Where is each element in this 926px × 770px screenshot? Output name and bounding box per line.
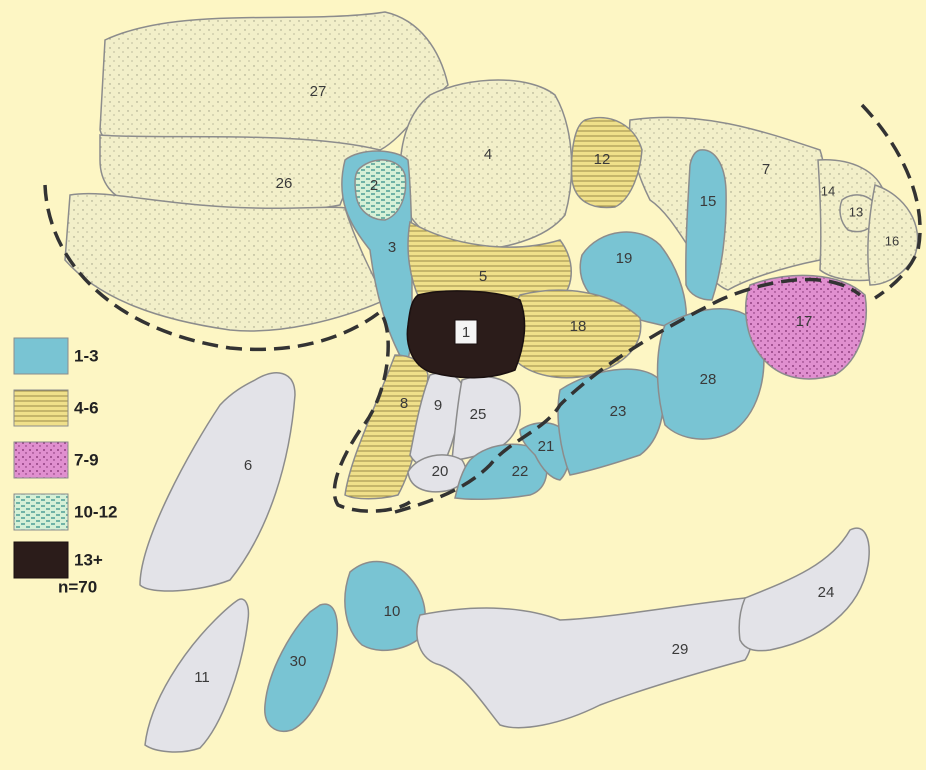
- region-label-25: 25: [470, 406, 487, 423]
- legend-swatch-1-3: [14, 338, 68, 374]
- region-label-20: 20: [432, 463, 449, 480]
- legend-label-13-plus: 13+: [74, 550, 103, 569]
- region-label-23: 23: [610, 403, 627, 420]
- region-label-11: 11: [194, 669, 210, 686]
- region-label-17: 17: [796, 313, 813, 330]
- region-label-27: 27: [310, 83, 327, 100]
- region-label-4: 4: [484, 146, 492, 163]
- region-label-13: 13: [849, 204, 863, 219]
- region-label-29: 29: [672, 641, 689, 658]
- region-label-22: 22: [512, 463, 529, 480]
- region-label-5: 5: [479, 268, 487, 285]
- region-label-16: 16: [885, 233, 899, 248]
- legend-label-10-12: 10-12: [74, 502, 117, 521]
- legend-swatch-10-12: [14, 494, 68, 530]
- region-4: [400, 80, 572, 250]
- region-label-3: 3: [388, 239, 396, 256]
- region-2: [355, 160, 406, 220]
- region-label-26: 26: [276, 175, 293, 192]
- region-label-8: 8: [400, 395, 408, 412]
- region-24: [739, 528, 869, 651]
- legend-label-4-6: 4-6: [74, 398, 99, 417]
- region-label-10: 10: [384, 603, 401, 620]
- region-label-24: 24: [818, 584, 835, 601]
- region-lower-cortex: [65, 194, 385, 331]
- region-label-21: 21: [538, 438, 555, 455]
- legend-n-label: n=70: [58, 577, 97, 596]
- region-label-19: 19: [616, 250, 633, 267]
- region-6: [140, 373, 295, 591]
- region-label-7: 7: [762, 161, 770, 178]
- legend-swatch-13-plus: [14, 542, 68, 578]
- region-27: [100, 12, 448, 150]
- region-23: [558, 369, 663, 475]
- region-label-30: 30: [290, 653, 307, 670]
- region-29: [417, 598, 753, 728]
- region-label-6: 6: [244, 457, 252, 474]
- region-label-28: 28: [700, 371, 717, 388]
- region-label-2: 2: [370, 177, 378, 194]
- legend-label-7-9: 7-9: [74, 450, 99, 469]
- legend-label-1-3: 1-3: [74, 346, 99, 365]
- region-label-14: 14: [821, 183, 835, 198]
- region-label-1: 1: [462, 324, 470, 341]
- region-label-15: 15: [700, 193, 717, 210]
- legend-swatch-4-6: [14, 390, 68, 426]
- region-label-18: 18: [570, 318, 587, 335]
- region-label-12: 12: [594, 151, 611, 168]
- region-label-9: 9: [434, 397, 442, 414]
- legend-swatch-7-9: [14, 442, 68, 478]
